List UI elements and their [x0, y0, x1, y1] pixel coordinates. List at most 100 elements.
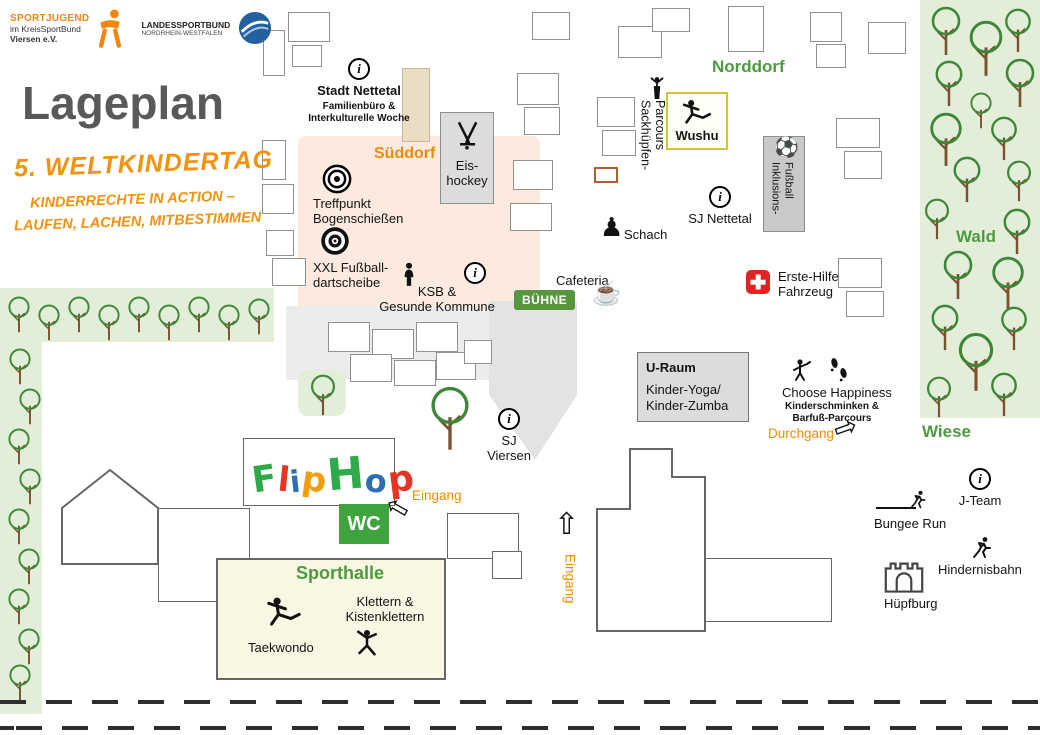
- info-icon: i: [969, 468, 991, 490]
- station-j-team: i J-Team: [948, 468, 1012, 508]
- station-label: Cafeteria: [556, 273, 609, 288]
- building: [602, 130, 636, 156]
- station-label: Stadt Nettetal: [317, 83, 401, 98]
- building: [510, 203, 552, 231]
- station-sublabel: Familienbüro & Interkulturelle Woche: [308, 101, 410, 125]
- building: [288, 12, 330, 42]
- fliphop-building: [243, 438, 395, 506]
- building: [810, 12, 842, 42]
- sportjugend-text: SPORTJUGEND im KreisSportBund Viersen e.…: [10, 13, 89, 44]
- area-label-wald: Wald: [956, 227, 996, 246]
- station-label: Inklusions-Fußball: [769, 162, 795, 215]
- footprints-icon: [828, 356, 850, 382]
- station-label: Taekwondo: [248, 640, 314, 655]
- station-sj-viersen: i SJ Viersen: [478, 408, 540, 464]
- building: [492, 551, 522, 579]
- building: [517, 73, 559, 105]
- tree-icon: [926, 6, 966, 56]
- building: [844, 151, 882, 179]
- station-label: Hüpfburg: [884, 596, 938, 611]
- building: [513, 160, 553, 190]
- logo-line: im KreisSportBund: [10, 23, 81, 34]
- tree-icon: [4, 588, 34, 625]
- station-label: Choose Happiness: [782, 385, 892, 400]
- arrow-up-icon: ⇧: [554, 508, 580, 541]
- tree-icon: [4, 296, 34, 333]
- u-raum-box: U-Raum Kinder-Yoga/ Kinder-Zumba: [637, 352, 749, 422]
- passage-label: Durchgang: [768, 426, 835, 441]
- face-paint-icon: [790, 358, 814, 382]
- dartboard-icon: [320, 226, 350, 256]
- first-aid-icon: [746, 270, 770, 294]
- page-title: Lageplan: [22, 77, 224, 129]
- station-label: Erste-Hilfe Fahrzeug: [778, 269, 839, 300]
- bungee-line: [876, 507, 916, 509]
- tree-icon: [214, 304, 244, 341]
- logo-line: Viersen e.V.: [10, 33, 58, 44]
- station-label: Treffpunkt Bogenschießen: [313, 196, 404, 227]
- wushu-figure-icon: [681, 99, 713, 127]
- tree-icon: [1000, 8, 1036, 53]
- tree-icon: [154, 304, 184, 341]
- building: [350, 354, 392, 382]
- landessportbund-globe-icon: [238, 11, 272, 45]
- stage-badge: BÜHNE: [514, 290, 576, 310]
- area-label-sueddorf: Süddorf: [374, 145, 436, 162]
- tree-icon: [922, 376, 956, 418]
- building: [402, 68, 430, 142]
- building: [838, 258, 882, 288]
- station-sublabel: Kinder-Yoga/ Kinder-Zumba: [646, 382, 729, 413]
- tree-icon: [986, 116, 1022, 161]
- landessportbund-text: LANDESSPORTBUND NORDRHEIN-WESTFALEN: [141, 20, 230, 37]
- building: [597, 97, 635, 127]
- building: [524, 107, 560, 135]
- tree-icon: [5, 664, 35, 701]
- tree-icon: [424, 386, 476, 451]
- sack-jumper-icon: [646, 76, 668, 100]
- building: [464, 340, 492, 364]
- wushu-box: Wushu: [666, 92, 728, 150]
- station-label: U-Raum: [646, 360, 696, 375]
- runner-icon: [970, 536, 994, 560]
- station-label: Klettern & Kistenklettern: [345, 594, 425, 625]
- logo-line: LANDESSPORTBUND: [141, 19, 231, 30]
- tree-icon: [948, 156, 986, 203]
- sporthalle-building: [216, 558, 446, 680]
- tree-icon: [244, 298, 274, 335]
- station-sublabel: Kinderschminken & Barfuß-Parcours: [785, 401, 879, 424]
- tree-icon: [15, 468, 45, 505]
- tree-icon: [4, 508, 34, 545]
- station-label: KSB & Gesunde Kommune: [379, 284, 495, 315]
- tree-icon: [920, 198, 954, 240]
- wc-sign: WC: [339, 504, 389, 544]
- tree-icon: [998, 208, 1036, 255]
- building: [700, 558, 832, 622]
- building: [532, 12, 570, 40]
- building: [416, 322, 458, 352]
- tree-icon: [938, 250, 978, 300]
- tree-icon: [5, 348, 35, 385]
- building: [328, 322, 370, 352]
- building: [272, 258, 306, 286]
- tree-icon: [64, 296, 94, 333]
- road-dash-line: [0, 726, 1040, 730]
- building: [263, 30, 285, 76]
- station-label: Bungee Run: [874, 516, 947, 531]
- building: [262, 184, 294, 214]
- sportjugend-logo: SPORTJUGEND im KreisSportBund Viersen e.…: [10, 8, 125, 48]
- sportjugend-figure-icon: [95, 8, 125, 48]
- tree-icon: [1000, 58, 1040, 108]
- station-label: Eis- hockey: [446, 158, 488, 189]
- building: [266, 230, 294, 256]
- station-label: SJ Nettetal: [688, 211, 752, 226]
- tree-icon: [15, 388, 45, 425]
- tree-icon: [124, 296, 154, 333]
- building: [836, 118, 880, 148]
- building: [394, 360, 436, 386]
- coffee-icon: ☕: [592, 280, 622, 307]
- tree-icon: [986, 256, 1030, 311]
- tree-icon: [996, 306, 1032, 351]
- area-label-wiese: Wiese: [922, 422, 971, 441]
- station-stadt-nettetal: i Stadt Nettetal Familienbüro & Interkul…: [300, 58, 418, 125]
